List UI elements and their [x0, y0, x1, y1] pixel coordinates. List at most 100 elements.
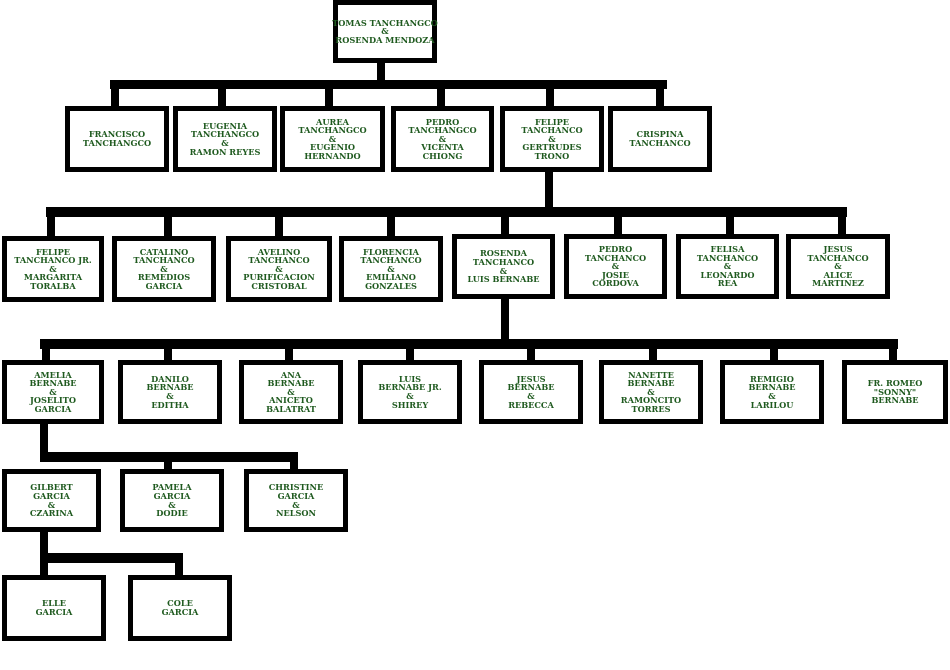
- person-box: REMIGIO BERNABE & LARILOU: [720, 360, 824, 424]
- person-name-line: FR. ROMEO: [867, 378, 923, 389]
- person-name-line: &: [438, 133, 447, 144]
- person-name-line: NANETTE: [628, 369, 674, 380]
- connector-line: [649, 348, 657, 362]
- person-name-line: JOSELITO: [30, 395, 76, 406]
- person-name-line: &: [49, 263, 57, 274]
- connector-line: [46, 207, 847, 217]
- person-name-line: BERNABE: [267, 378, 315, 389]
- person-name-line: MARTINEZ: [812, 278, 864, 289]
- person-name-line: GARCIA: [277, 490, 315, 501]
- person-name-line: TANCHANCO: [521, 125, 583, 136]
- connector-line: [377, 60, 385, 84]
- person-name-line: ALICE: [823, 269, 853, 280]
- person-name-line: &: [328, 133, 337, 144]
- person-name-line: &: [387, 263, 395, 274]
- connector-line: [110, 80, 667, 89]
- person-name-line: BERNABE: [146, 382, 194, 393]
- person-name-line: &: [548, 133, 556, 144]
- connector-line: [325, 88, 333, 108]
- connector-line: [889, 348, 897, 362]
- person-name-line: DODIE: [156, 508, 188, 519]
- person-name-line: SHIREY: [391, 399, 429, 410]
- person-box: DANILO BERNABE & EDITHA: [118, 360, 222, 424]
- person-name-line: ROSENDA MENDOZA: [335, 34, 435, 45]
- connector-line: [614, 216, 622, 238]
- person-name-line: DANILO: [151, 373, 189, 384]
- person-name-line: EMILIANO: [366, 272, 416, 283]
- person-name-line: &: [49, 386, 57, 397]
- person-box: ROSENDA TANCHANCO & LUIS BERNABE: [452, 234, 555, 299]
- person-box-root: TOMAS TANCHANGCO & ROSENDA MENDOZA: [332, 0, 438, 63]
- person-name-line: FELIPE: [35, 246, 71, 257]
- person-name-line: &: [834, 261, 842, 272]
- person-name-line: &: [287, 386, 295, 397]
- person-name-line: TANCHANCO: [472, 256, 535, 267]
- connector-line: [437, 88, 445, 108]
- person-name-line: GARCIA: [153, 490, 191, 501]
- person-name-line: LEONARDO: [700, 269, 755, 280]
- connector-line: [406, 348, 414, 362]
- person-name-line: LUIS: [398, 373, 422, 384]
- person-name-line: TORRES: [631, 403, 671, 414]
- person-box: FELIPE TANCHANCO JR. & MARGARITA TORALBA: [2, 236, 104, 302]
- person-name-line: &: [168, 499, 176, 510]
- person-box: FRANCISCO TANCHANGCO: [65, 106, 169, 172]
- person-name-line: GARCIA: [34, 403, 72, 414]
- person-name-line: TANCHANGCO: [298, 125, 367, 136]
- person-name-line: CORDOVA: [592, 278, 639, 289]
- person-name-line: &: [160, 263, 168, 274]
- person-name-line: &: [499, 265, 508, 276]
- connector-line: [164, 216, 172, 238]
- connector-line: [726, 216, 734, 238]
- person-name-line: GARCIA: [161, 607, 199, 617]
- person-name-line: &: [47, 499, 56, 510]
- person-name-line: &: [221, 138, 229, 148]
- person-name-line: &: [768, 391, 776, 401]
- connector-line: [40, 421, 48, 461]
- person-name-line: GONZALES: [365, 280, 417, 291]
- connector-line: [40, 553, 183, 563]
- connector-line: [47, 216, 55, 238]
- person-box: PEDRO TANCHANCO & JOSIE CORDOVA: [564, 234, 667, 299]
- person-name-line: BERNABE: [871, 395, 919, 406]
- person-name-line: BERNABE JR.: [378, 382, 442, 393]
- person-name-line: FLORENCIA: [363, 246, 419, 257]
- person-name-line: TANCHANCO: [133, 255, 195, 266]
- person-box: AUREA TANCHANGCO & EUGENIO HERNANDO: [280, 106, 385, 172]
- person-box: CRISPINA TANCHANCO: [608, 106, 712, 172]
- person-name-line: RAMON REYES: [189, 146, 261, 157]
- person-name-line: EUGENIA: [202, 120, 248, 131]
- person-name-line: JOSIE: [602, 269, 629, 280]
- person-name-line: JESUS: [823, 244, 853, 255]
- person-name-line: AVELINO: [257, 246, 301, 257]
- connector-line: [42, 348, 50, 362]
- person-name-line: NELSON: [275, 508, 316, 519]
- connector-line: [387, 216, 395, 238]
- person-name-line: CATALINO: [139, 246, 189, 257]
- connector-line: [111, 88, 119, 108]
- person-name-line: TANCHANCO: [584, 252, 647, 263]
- person-name-line: BERNABE: [29, 378, 77, 389]
- person-name-line: TANCHANCO: [696, 252, 759, 263]
- person-name-line: TANCHANCO: [629, 138, 691, 148]
- person-name-line: &: [527, 391, 535, 401]
- person-name-line: TANCHANGCO: [408, 125, 477, 136]
- person-name-line: TANCHANCO JR.: [14, 255, 92, 266]
- person-name-line: BERNABE: [627, 378, 675, 389]
- connector-line: [501, 296, 509, 342]
- person-name-line: GILBERT: [30, 482, 73, 493]
- person-name-line: EUGENIO: [309, 142, 356, 153]
- person-name-line: &: [647, 386, 655, 397]
- connector-line: [656, 88, 664, 108]
- person-name-line: FELISA: [710, 244, 745, 255]
- person-box: JESUS TANCHANCO & ALICE MARTINEZ: [786, 234, 890, 299]
- connector-line: [275, 216, 283, 238]
- connector-line: [164, 348, 172, 362]
- person-name-line: &: [292, 499, 300, 510]
- person-box: GILBERT GARCIA & CZARINA: [2, 469, 101, 532]
- person-name-line: &: [406, 391, 414, 401]
- person-box: CATALINO TANCHANCO & REMEDIOS GARCIA: [112, 236, 216, 302]
- person-name-line: TORALBA: [30, 280, 76, 291]
- person-name-line: GARCIA: [33, 490, 70, 501]
- connector-line: [218, 88, 226, 108]
